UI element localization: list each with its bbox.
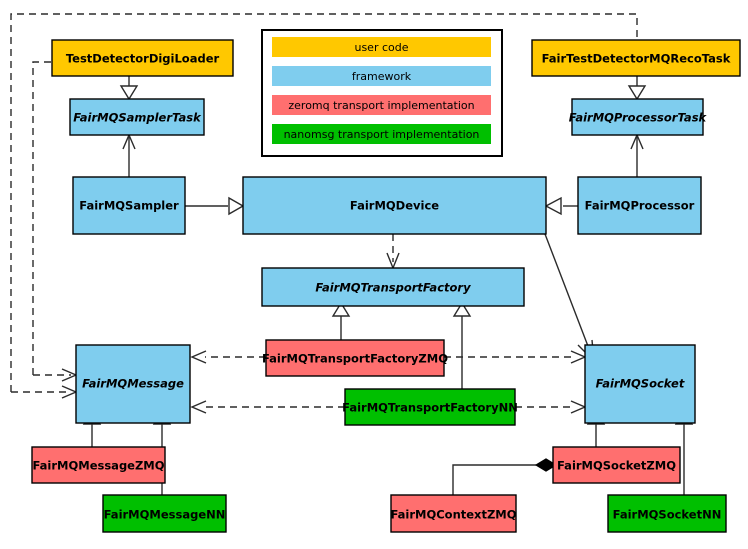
node-label: FairMQProcessorTask	[569, 111, 708, 125]
edge-contextzmq-socketzmq	[452, 458, 558, 495]
legend-item-framework: framework	[272, 66, 491, 86]
node-label: FairMQSampler	[79, 199, 179, 213]
node-fairtestdetectormqrecotask[interactable]: FairTestDetectorMQRecoTask	[531, 39, 741, 77]
edge-device-socket	[544, 233, 595, 363]
node-label: FairMQTransportFactoryNN	[342, 401, 518, 415]
node-fairmqprocessor[interactable]: FairMQProcessor	[577, 176, 702, 235]
legend-label: user code	[354, 41, 408, 54]
node-label: FairMQDevice	[350, 199, 439, 213]
edge-processor-device	[544, 196, 578, 216]
node-fairmqsocketnn[interactable]: FairMQSocketNN	[607, 494, 727, 533]
node-fairmqsocketzmq[interactable]: FairMQSocketZMQ	[552, 446, 681, 484]
node-label: FairMQSocketZMQ	[557, 459, 676, 473]
legend-swatch-zeromq	[272, 95, 491, 115]
node-label: FairMQMessageZMQ	[32, 459, 164, 473]
node-fairmqmessagezmq[interactable]: FairMQMessageZMQ	[31, 446, 166, 484]
node-fairmqsamplertask[interactable]: FairMQSamplerTask	[69, 98, 205, 136]
edge-device-transportfactory	[386, 234, 400, 270]
edge-digiloader-samplertask	[119, 76, 139, 101]
edge-factoryzmq-socket	[444, 350, 587, 364]
node-fairmqtransportfactorynn[interactable]: FairMQTransportFactoryNN	[342, 388, 518, 426]
edge-factoryzmq-message	[190, 350, 266, 364]
legend-item-zeromq: zeromq transport implementation	[272, 95, 491, 115]
node-fairmqcontextzmq[interactable]: FairMQContextZMQ	[390, 494, 517, 533]
legend-swatch-nanomsg	[272, 124, 491, 144]
node-label: FairMQSocketNN	[613, 508, 722, 522]
node-fairmqsampler[interactable]: FairMQSampler	[72, 176, 186, 235]
node-label: FairTestDetectorMQRecoTask	[542, 52, 731, 66]
edge-sampler-samplertask	[122, 133, 136, 177]
node-fairmqprocessortask[interactable]: FairMQProcessorTask	[569, 98, 708, 136]
node-fairmqtransportfactory[interactable]: FairMQTransportFactory	[261, 267, 525, 307]
edge-factorynn-factory	[452, 301, 472, 389]
legend-swatch-framework	[272, 66, 491, 86]
legend-item-user-code: user code	[272, 37, 491, 57]
legend-swatch-user-code	[272, 37, 491, 57]
edge-recotask-processortask	[627, 76, 647, 101]
legend-label: nanomsg transport implementation	[284, 128, 480, 141]
node-label: FairMQSocket	[596, 377, 685, 391]
edge-sampler-device	[185, 196, 245, 216]
node-label: FairMQTransportFactoryZMQ	[262, 352, 448, 366]
node-label: FairMQSamplerTask	[73, 111, 202, 125]
legend: user code framework zeromq transport imp…	[261, 29, 503, 157]
node-fairmqdevice[interactable]: FairMQDevice	[242, 176, 547, 235]
node-label: TestDetectorDigiLoader	[66, 52, 220, 66]
edge-factoryzmq-factory	[331, 301, 351, 340]
node-fairmqsocket[interactable]: FairMQSocket	[584, 344, 696, 424]
node-label: FairMQMessage	[82, 377, 184, 391]
node-fairmqmessagenn[interactable]: FairMQMessageNN	[102, 494, 227, 533]
node-label: FairMQContextZMQ	[390, 508, 516, 522]
node-fairmqmessage[interactable]: FairMQMessage	[75, 344, 191, 424]
edge-factorynn-socket	[515, 400, 587, 414]
legend-item-nanomsg: nanomsg transport implementation	[272, 124, 491, 144]
node-testdetectordigiloader[interactable]: TestDetectorDigiLoader	[51, 39, 234, 77]
node-fairmqtransportfactoryzmq[interactable]: FairMQTransportFactoryZMQ	[262, 339, 448, 377]
node-label: FairMQProcessor	[585, 199, 695, 213]
node-label: FairMQMessageNN	[104, 508, 226, 522]
edge-factorynn-message	[190, 400, 345, 414]
legend-label: framework	[352, 70, 412, 83]
legend-label: zeromq transport implementation	[288, 99, 474, 112]
node-label: FairMQTransportFactory	[315, 281, 471, 295]
edge-processor-processortask	[630, 133, 644, 177]
